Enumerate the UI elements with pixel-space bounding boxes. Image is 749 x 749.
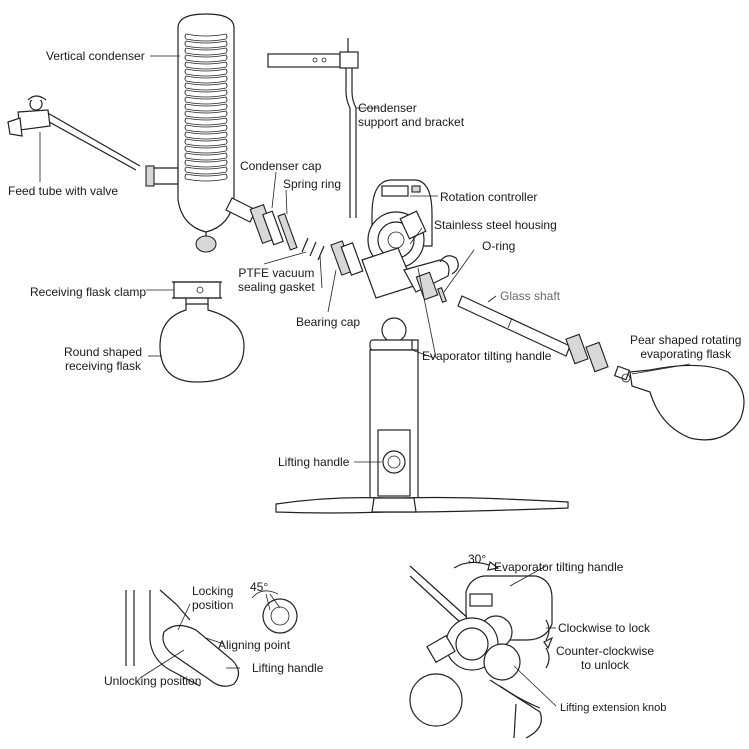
glass-shaft-drawing	[415, 271, 609, 373]
condenser-coil	[184, 47, 228, 56]
condenser-coil	[184, 173, 228, 182]
spring-ring-drawing	[277, 213, 298, 251]
label-ptfe-gasket: PTFE vacuum sealing gasket	[238, 266, 315, 294]
condenser-coil	[184, 159, 228, 168]
pear-flask-drawing	[613, 364, 745, 441]
label-spring-ring: Spring ring	[283, 177, 342, 191]
receiving-flask-drawing	[159, 281, 245, 383]
tilt-detail-drawing	[409, 560, 554, 739]
label-locking-position: Locking position	[192, 584, 234, 612]
label-condenser-cap: Condenser cap	[240, 159, 322, 173]
label-rotation-controller: Rotation controller	[440, 190, 538, 204]
condenser-coil	[184, 131, 228, 140]
label-condenser-support: Condenser support and bracket	[358, 101, 465, 129]
condenser-coil	[184, 138, 228, 147]
condenser-coil	[184, 152, 228, 161]
condenser-coil	[184, 110, 228, 119]
lifting-base-drawing	[275, 317, 569, 514]
leader-lines	[39, 55, 691, 707]
label-stainless-housing: Stainless steel housing	[434, 218, 557, 232]
label-bearing-cap: Bearing cap	[296, 315, 361, 329]
label-aligning-point: Aligning point	[218, 638, 291, 652]
label-clockwise-lock: Clockwise to lock	[558, 621, 651, 635]
label-evap-tilting-handle-2: Evaporator tilting handle	[494, 560, 624, 574]
label-receiving-clamp: Receiving flask clamp	[30, 285, 147, 299]
locking-detail-drawing	[125, 589, 298, 687]
condenser-coil	[184, 68, 228, 77]
condenser-coil	[184, 96, 228, 105]
label-o-ring: O-ring	[482, 239, 516, 253]
vertical-condenser-drawing	[145, 13, 257, 253]
label-pear-flask: Pear shaped rotating evaporating flask	[630, 333, 742, 361]
condenser-coil	[184, 124, 228, 133]
condenser-coil	[184, 54, 228, 63]
condenser-coil	[184, 33, 228, 42]
condenser-support-drawing	[267, 38, 359, 218]
label-feed-tube: Feed tube with valve	[8, 184, 119, 198]
label-lifting-handle-2: Lifting handle	[252, 661, 324, 675]
label-angle-30: 30°	[468, 552, 487, 566]
condenser-coil	[184, 145, 228, 154]
condenser-coil	[184, 89, 228, 98]
bearing-cap-drawing	[330, 240, 364, 276]
condenser-coil	[184, 82, 228, 91]
feed-tube-drawing	[7, 95, 141, 171]
condenser-coil	[184, 166, 228, 175]
ptfe-gasket-drawing	[301, 237, 325, 261]
condenser-coil	[184, 75, 228, 84]
condenser-coil	[184, 103, 228, 112]
condenser-cap-drawing	[249, 203, 284, 246]
condenser-coil	[184, 61, 228, 70]
label-lifting-handle: Lifting handle	[278, 455, 350, 469]
label-unlocking-position: Unlocking position	[104, 674, 202, 688]
label-glass-shaft: Glass shaft	[500, 289, 561, 303]
label-ccw-unlock: Counter-clockwise to unlock	[556, 644, 655, 672]
label-angle-45: 45°	[250, 580, 269, 594]
label-evap-tilting-handle: Evaporator tilting handle	[422, 349, 552, 363]
condenser-coil	[184, 40, 228, 49]
label-lifting-ext-knob: Lifting extension knob	[560, 702, 667, 714]
condenser-coil	[184, 117, 228, 126]
label-vertical-condenser: Vertical condenser	[46, 49, 145, 63]
label-round-flask: Round shaped receiving flask	[64, 345, 143, 373]
